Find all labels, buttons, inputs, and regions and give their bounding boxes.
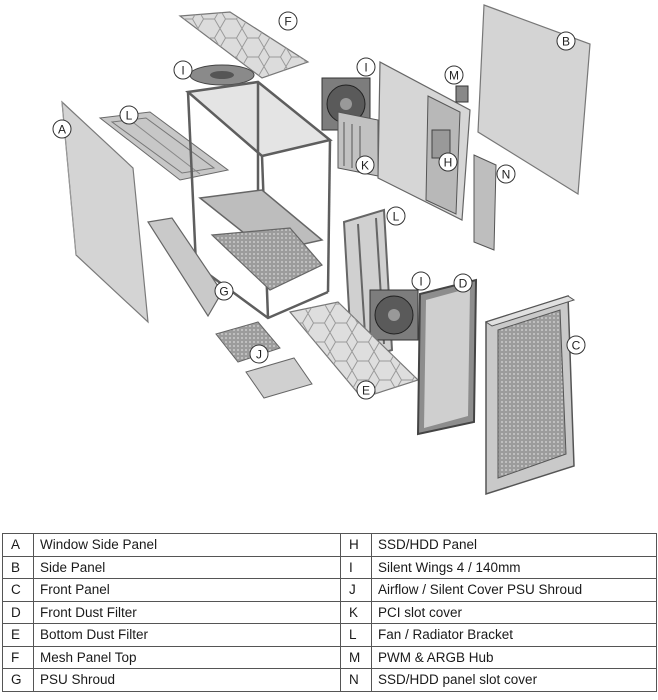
legend-name: SSD/HDD panel slot cover xyxy=(371,668,657,692)
svg-text:M: M xyxy=(449,69,459,83)
table-row: E Bottom Dust Filter L Fan / Radiator Br… xyxy=(2,623,657,647)
legend-key: F xyxy=(2,645,34,669)
legend-name: Side Panel xyxy=(33,555,341,579)
svg-text:N: N xyxy=(502,168,511,182)
callout-h: H xyxy=(438,152,458,172)
table-row: F Mesh Panel Top M PWM & ARGB Hub xyxy=(2,645,657,669)
legend-key: G xyxy=(2,668,34,692)
psu-cover-airflow xyxy=(215,321,281,363)
top-fan xyxy=(189,64,255,86)
table-row: G PSU Shroud N SSD/HDD panel slot cover xyxy=(2,668,657,692)
svg-text:K: K xyxy=(361,159,369,173)
legend-key: J xyxy=(340,578,372,602)
legend-name: PSU Shroud xyxy=(33,668,341,692)
callout-k: K xyxy=(355,155,375,175)
legend-key: N xyxy=(340,668,372,692)
svg-text:A: A xyxy=(58,123,66,137)
exploded-case-diagram: A B C D E F G H I I I J K L L M N xyxy=(52,4,591,496)
svg-text:J: J xyxy=(256,348,262,362)
svg-text:I: I xyxy=(364,61,367,75)
callout-e: E xyxy=(356,380,376,400)
callout-b: B xyxy=(556,31,576,51)
svg-text:L: L xyxy=(126,109,133,123)
svg-text:H: H xyxy=(444,156,453,170)
callout-i-rear: I xyxy=(356,57,376,77)
legend-name: Silent Wings 4 / 140mm xyxy=(371,555,657,579)
legend-key: E xyxy=(2,623,34,647)
legend-key: K xyxy=(340,600,372,624)
legend-name: Window Side Panel xyxy=(33,533,341,557)
svg-text:D: D xyxy=(459,277,468,291)
legend-key: A xyxy=(2,533,34,557)
svg-text:E: E xyxy=(362,384,370,398)
front-dust-filter xyxy=(416,278,478,436)
legend-key: M xyxy=(340,645,372,669)
svg-text:I: I xyxy=(181,64,184,78)
legend-name: Fan / Radiator Bracket xyxy=(371,623,657,647)
svg-text:L: L xyxy=(393,210,400,224)
legend-key: C xyxy=(2,578,34,602)
table-row: B Side Panel I Silent Wings 4 / 140mm xyxy=(2,555,657,579)
legend-name: PWM & ARGB Hub xyxy=(371,645,657,669)
legend-name: Bottom Dust Filter xyxy=(33,623,341,647)
svg-text:C: C xyxy=(572,339,581,353)
svg-text:F: F xyxy=(284,15,291,29)
callout-j: J xyxy=(249,344,269,364)
rear-motherboard-tray xyxy=(337,61,471,221)
mesh-panel-top xyxy=(178,11,310,79)
legend-key: D xyxy=(2,600,34,624)
callout-n: N xyxy=(496,164,516,184)
svg-text:I: I xyxy=(419,275,422,289)
legend-name: SSD/HDD Panel xyxy=(371,533,657,557)
legend-name: Front Dust Filter xyxy=(33,600,341,624)
callout-i-front: I xyxy=(411,271,431,291)
callout-f: F xyxy=(278,11,298,31)
legend-name: PCI slot cover xyxy=(371,600,657,624)
svg-text:G: G xyxy=(219,285,228,299)
callout-c: C xyxy=(566,335,586,355)
callout-a: A xyxy=(52,119,72,139)
legend-key: I xyxy=(340,555,372,579)
table-row: A Window Side Panel H SSD/HDD Panel xyxy=(2,533,657,557)
legend-key: L xyxy=(340,623,372,647)
legend-name: Airflow / Silent Cover PSU Shroud xyxy=(371,578,657,602)
legend-name: Mesh Panel Top xyxy=(33,645,341,669)
callout-l-mid: L xyxy=(386,206,406,226)
legend-key: H xyxy=(340,533,372,557)
table-row: D Front Dust Filter K PCI slot cover xyxy=(2,600,657,624)
psu-cover-silent xyxy=(245,357,313,399)
callout-g: G xyxy=(214,281,234,301)
svg-text:B: B xyxy=(562,35,570,49)
psu-shroud xyxy=(147,217,223,318)
callout-l-top: L xyxy=(119,105,139,125)
table-row: C Front Panel J Airflow / Silent Cover P… xyxy=(2,578,657,602)
callout-d: D xyxy=(453,273,473,293)
pwm-argb-hub xyxy=(455,85,469,103)
front-fan xyxy=(369,289,419,341)
legend-key: B xyxy=(2,555,34,579)
legend-name: Front Panel xyxy=(33,578,341,602)
ssd-hdd-slot-cover xyxy=(473,154,497,251)
parts-legend-table: A Window Side Panel H SSD/HDD Panel B Si… xyxy=(2,533,657,692)
callout-i-top: I xyxy=(173,60,193,80)
chassis-frame xyxy=(185,80,333,320)
side-panel xyxy=(477,4,591,196)
callout-m: M xyxy=(444,65,464,85)
front-panel xyxy=(484,294,576,496)
